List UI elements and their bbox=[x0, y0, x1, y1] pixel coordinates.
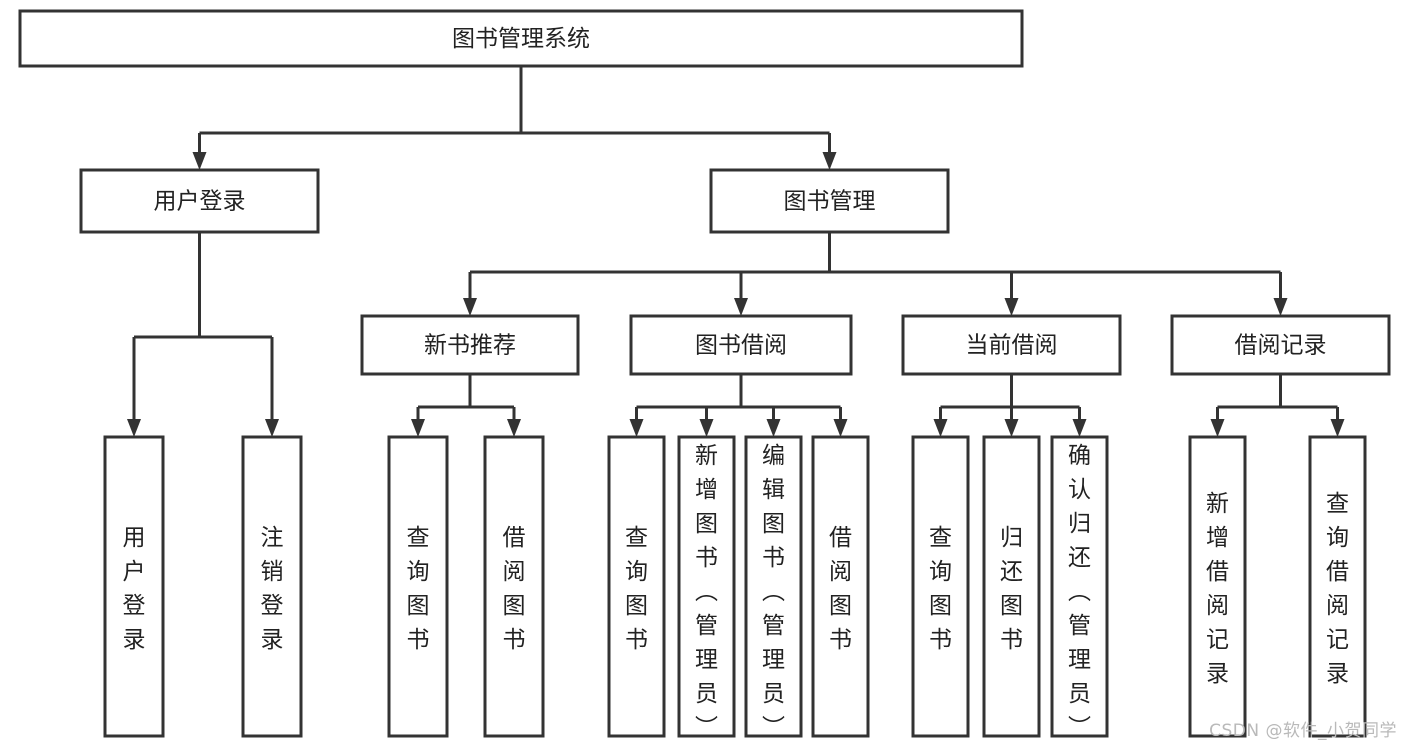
node-leaf-add-record-rect bbox=[1188, 435, 1247, 738]
node-leaf-query-book-1-label: 查询图书 bbox=[407, 525, 430, 653]
node-leaf-query-book-2[interactable]: 查询图书 bbox=[607, 435, 666, 738]
node-leaf-query-book-2-rect bbox=[607, 435, 666, 738]
node-book-management-label: 图书管理 bbox=[784, 189, 876, 215]
arrow-head-icon bbox=[1330, 419, 1345, 437]
node-root-label: 图书管理系统 bbox=[452, 26, 590, 52]
node-leaf-user-login-label: 用户登录 bbox=[123, 525, 146, 653]
arrow-head-icon bbox=[699, 419, 714, 437]
node-leaf-borrow-book-2-rect bbox=[811, 435, 870, 738]
node-leaf-user-login-rect bbox=[103, 435, 165, 738]
node-leaf-edit-book[interactable]: 编辑图书︵管理员︶ bbox=[744, 435, 803, 741]
node-leaf-borrow-book-2[interactable]: 借阅图书 bbox=[811, 435, 870, 738]
arrow-head-icon bbox=[127, 419, 141, 437]
node-leaf-query-record-rect bbox=[1308, 435, 1367, 738]
node-leaf-user-login[interactable]: 用户登录 bbox=[103, 435, 165, 738]
arrow-head-icon bbox=[1072, 419, 1087, 437]
node-book-management-rect bbox=[709, 168, 950, 234]
node-leaf-return-book-label: 归还图书 bbox=[1000, 525, 1023, 653]
node-leaf-borrow-book-1[interactable]: 借阅图书 bbox=[483, 435, 545, 738]
node-leaf-borrow-book-2-label: 借阅图书 bbox=[829, 525, 852, 653]
arrow-head-icon bbox=[822, 152, 837, 170]
arrow-head-icon bbox=[766, 419, 781, 437]
node-leaf-edit-book-label: 编辑图书︵管理员︶ bbox=[762, 443, 785, 741]
node-leaf-add-book-rect bbox=[677, 435, 736, 738]
node-book-borrow[interactable]: 图书借阅 bbox=[629, 314, 853, 376]
node-leaf-add-book[interactable]: 新增图书︵管理员︶ bbox=[677, 435, 736, 741]
node-book-borrow-rect bbox=[629, 314, 853, 376]
node-new-book-recommend[interactable]: 新书推荐 bbox=[360, 314, 580, 376]
node-leaf-edit-book-rect bbox=[744, 435, 803, 738]
node-leaf-query-book-3[interactable]: 查询图书 bbox=[911, 435, 970, 738]
node-leaf-query-record[interactable]: 查询借阅记录 bbox=[1308, 435, 1367, 738]
node-leaf-query-book-2-label: 查询图书 bbox=[625, 525, 648, 653]
node-leaf-query-book-3-rect bbox=[911, 435, 970, 738]
node-leaf-query-book-1-rect bbox=[387, 435, 449, 738]
node-leaf-confirm-return-label: 确认归还︵管理员︶ bbox=[1068, 443, 1091, 741]
arrow-head-icon bbox=[463, 298, 477, 316]
arrow-head-icon bbox=[933, 419, 948, 437]
node-root[interactable]: 图书管理系统 bbox=[18, 9, 1024, 68]
node-leaf-return-book-rect bbox=[982, 435, 1041, 738]
node-leaf-add-record[interactable]: 新增借阅记录 bbox=[1188, 435, 1247, 738]
node-current-borrow-label: 当前借阅 bbox=[966, 333, 1058, 359]
arrow-head-icon bbox=[734, 298, 748, 316]
node-leaf-borrow-book-1-label: 借阅图书 bbox=[503, 525, 526, 653]
node-new-book-recommend-label: 新书推荐 bbox=[424, 333, 516, 359]
node-leaf-query-book-1[interactable]: 查询图书 bbox=[387, 435, 449, 738]
node-leaf-logout-login-label: 注销登录 bbox=[261, 525, 284, 653]
watermark-label: CSDN @软件_小贺同学 bbox=[1209, 721, 1397, 741]
node-leaf-confirm-return-rect bbox=[1050, 435, 1109, 738]
node-leaf-add-book-label: 新增图书︵管理员︶ bbox=[695, 443, 718, 741]
node-borrow-record[interactable]: 借阅记录 bbox=[1170, 314, 1391, 376]
arrow-head-icon bbox=[1004, 298, 1019, 316]
arrow-head-icon bbox=[265, 419, 279, 437]
node-user-login-rect bbox=[79, 168, 320, 234]
arrow-head-icon bbox=[411, 419, 425, 437]
node-leaf-query-record-label: 查询借阅记录 bbox=[1326, 491, 1349, 687]
node-book-management[interactable]: 图书管理 bbox=[709, 168, 950, 234]
node-user-login-label: 用户登录 bbox=[154, 189, 246, 215]
arrow-head-icon bbox=[507, 419, 521, 437]
node-leaf-logout-login-rect bbox=[241, 435, 303, 738]
node-leaf-return-book[interactable]: 归还图书 bbox=[982, 435, 1041, 738]
node-leaf-query-book-3-label: 查询图书 bbox=[929, 525, 952, 653]
node-leaf-add-record-label: 新增借阅记录 bbox=[1206, 491, 1229, 687]
arrow-head-icon bbox=[1210, 419, 1225, 437]
arrow-head-icon bbox=[833, 419, 848, 437]
node-new-book-recommend-rect bbox=[360, 314, 580, 376]
arrow-head-icon bbox=[629, 419, 644, 437]
node-user-login[interactable]: 用户登录 bbox=[79, 168, 320, 234]
node-book-borrow-label: 图书借阅 bbox=[695, 333, 787, 359]
arrow-head-icon bbox=[192, 152, 207, 170]
node-current-borrow-rect bbox=[901, 314, 1122, 376]
node-root-rect bbox=[18, 9, 1024, 68]
node-current-borrow[interactable]: 当前借阅 bbox=[901, 314, 1122, 376]
node-borrow-record-rect bbox=[1170, 314, 1391, 376]
arrow-head-icon bbox=[1273, 298, 1288, 316]
node-leaf-confirm-return[interactable]: 确认归还︵管理员︶ bbox=[1050, 435, 1109, 741]
arrow-head-icon bbox=[1004, 419, 1019, 437]
node-leaf-logout-login[interactable]: 注销登录 bbox=[241, 435, 303, 738]
node-leaf-borrow-book-1-rect bbox=[483, 435, 545, 738]
node-borrow-record-label: 借阅记录 bbox=[1235, 333, 1327, 359]
